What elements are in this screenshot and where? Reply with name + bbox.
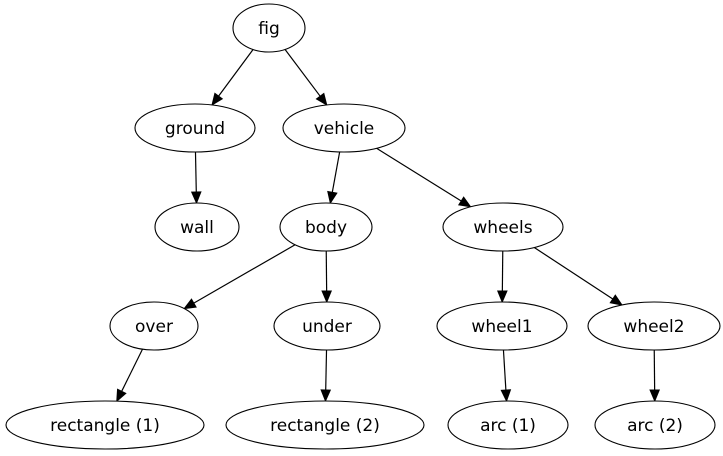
node-label-body: body [305, 218, 347, 238]
node-under[interactable]: under [273, 301, 381, 351]
arrowhead-fig-to-ground [211, 92, 224, 107]
arrowhead-body-to-over [183, 298, 197, 310]
node-shape-fig[interactable] [232, 3, 306, 53]
node-label-fig: fig [258, 19, 280, 39]
node-shape-wheel2[interactable] [587, 301, 721, 351]
node-label-vehicle: vehicle [314, 119, 375, 139]
arrowhead-fig-to-vehicle [315, 92, 328, 107]
node-shape-under[interactable] [273, 301, 381, 351]
arrowhead-wheels-to-wheel1 [497, 290, 508, 304]
nodes-layer: fig ground vehicle wall body wheels over under w… [5, 3, 721, 450]
edge-under-to-rectangle2 [325, 349, 328, 391]
node-shape-over[interactable] [109, 301, 199, 351]
node-label-rectangle2: rectangle (2) [270, 416, 380, 436]
node-ground[interactable]: ground [134, 103, 256, 153]
node-label-rectangle1: rectangle (1) [50, 416, 160, 436]
arrowhead-over-to-rectangle1 [116, 388, 127, 403]
node-shape-ground[interactable] [134, 103, 256, 153]
arrowhead-body-to-under [321, 290, 332, 304]
node-vehicle[interactable]: vehicle [282, 103, 406, 153]
node-label-arc2: arc (2) [627, 416, 683, 436]
edge-fig-to-ground [218, 49, 254, 97]
node-arc2[interactable]: arc (2) [594, 400, 716, 450]
node-label-arc1: arc (1) [480, 416, 536, 436]
arrowhead-ground-to-wall [190, 191, 202, 205]
node-label-under: under [302, 317, 352, 337]
node-wheel1[interactable]: wheel1 [436, 301, 568, 351]
node-wall[interactable]: wall [154, 202, 240, 252]
node-label-wheels: wheels [473, 218, 532, 238]
node-shape-arc1[interactable] [447, 400, 569, 450]
arrowhead-vehicle-to-body [327, 190, 338, 205]
node-label-over: over [135, 317, 173, 337]
node-shape-rectangle2[interactable] [225, 400, 425, 450]
node-shape-body[interactable] [279, 202, 373, 252]
edge-ground-to-wall [194, 151, 197, 193]
node-wheel2[interactable]: wheel2 [587, 301, 721, 351]
node-label-wall: wall [180, 218, 214, 238]
edges-layer [116, 49, 660, 403]
arrowhead-under-to-rectangle2 [320, 389, 332, 403]
node-shape-wheels[interactable] [442, 202, 564, 252]
arrowhead-wheels-to-wheel2 [609, 294, 624, 306]
node-shape-rectangle1[interactable] [5, 400, 205, 450]
node-shape-wheel1[interactable] [436, 301, 568, 351]
node-rectangle1[interactable]: rectangle (1) [5, 400, 205, 450]
node-shape-arc2[interactable] [594, 400, 716, 450]
edge-vehicle-to-wheels [376, 147, 462, 202]
edge-vehicle-to-body [331, 151, 341, 193]
edge-wheels-to-wheel2 [533, 246, 614, 300]
node-label-ground: ground [165, 119, 225, 139]
arrowhead-vehicle-to-wheels [457, 196, 472, 208]
node-label-wheel2: wheel2 [623, 317, 684, 337]
arrowhead-wheel2-to-arc2 [649, 389, 660, 403]
edge-fig-to-vehicle [284, 49, 321, 97]
node-body[interactable]: body [279, 202, 373, 252]
node-over[interactable]: over [109, 301, 199, 351]
node-fig[interactable]: fig [232, 3, 306, 53]
arrowhead-wheel1-to-arc1 [500, 389, 512, 403]
edge-over-to-rectangle1 [121, 348, 144, 392]
node-label-wheel1: wheel1 [471, 317, 532, 337]
node-wheels[interactable]: wheels [442, 202, 564, 252]
node-shape-vehicle[interactable] [282, 103, 406, 153]
node-rectangle2[interactable]: rectangle (2) [225, 400, 425, 450]
node-shape-wall[interactable] [154, 202, 240, 252]
node-arc1[interactable]: arc (1) [447, 400, 569, 450]
edge-wheel1-to-arc1 [502, 349, 507, 391]
edge-body-to-over [193, 244, 296, 304]
